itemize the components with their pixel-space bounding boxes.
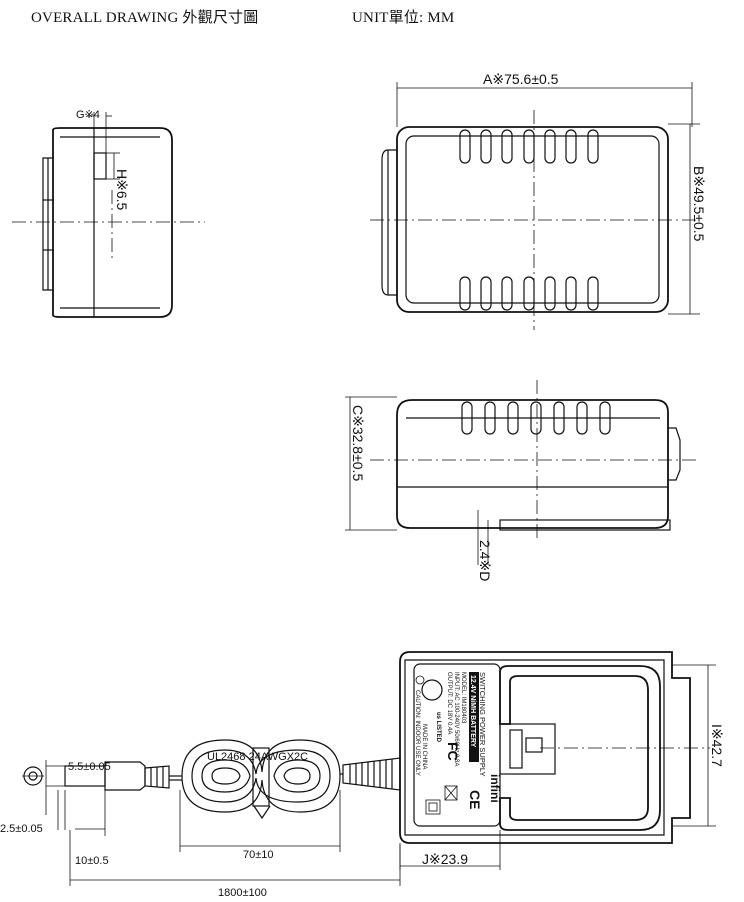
label-us-listed: us LISTED bbox=[435, 712, 441, 743]
dim-j-label: J※23.9 bbox=[422, 851, 468, 867]
label-line2: 12.4V NiMH BATTERY bbox=[469, 675, 476, 748]
label-fcc: FC bbox=[445, 742, 461, 761]
top-vent-slots-upper bbox=[459, 129, 599, 164]
top-vent-slots-lower bbox=[459, 276, 599, 311]
ul-logo-icon bbox=[421, 679, 443, 701]
dim-plug-outer-label: 5.5±0.05 bbox=[68, 761, 111, 773]
product-label: SWITCHING POWER SUPPLY 12.4V NiMH BATTER… bbox=[413, 663, 502, 827]
label-line1: SWITCHING POWER SUPPLY bbox=[478, 672, 487, 776]
dim-plug-length-label: 10±0.5 bbox=[75, 855, 109, 867]
label-brand: infini bbox=[488, 774, 502, 803]
side-view: G※4 H※6.5 bbox=[12, 109, 205, 318]
dim-plug-inner-label: 2.5±0.05 bbox=[0, 823, 43, 835]
drawing-title: OVERALL DRAWING 外觀尺寸圖 bbox=[31, 10, 259, 26]
dim-b-label: B※49.5±0.5 bbox=[691, 166, 707, 242]
dim-coil-length-label: 70±10 bbox=[243, 849, 274, 861]
bottom-view: SWITCHING POWER SUPPLY 12.4V NiMH BATTER… bbox=[0, 651, 725, 899]
dim-d-label: 2.4※D bbox=[477, 540, 493, 581]
dim-g-label: G※4 bbox=[76, 109, 100, 121]
dim-c-label: C※32.8±0.5 bbox=[350, 405, 366, 481]
cable-spec-label: UL2468 24AWGX2C bbox=[207, 751, 308, 763]
double-insulation-icon bbox=[425, 799, 441, 815]
strain-relief bbox=[342, 757, 401, 791]
label-line5: OUTPUT: DC 18V 0.4A bbox=[446, 672, 452, 734]
label-line6: MADE IN CHINA bbox=[421, 724, 427, 769]
dim-a-label: A※75.6±0.5 bbox=[483, 71, 559, 87]
label-line3: MODEL: IM180403 bbox=[460, 672, 466, 724]
top-view: A※75.6±0.5 B※49.5±0.5 bbox=[370, 71, 707, 330]
label-ce: CE bbox=[467, 790, 483, 809]
front-vent-slots bbox=[461, 401, 611, 435]
dim-i-label: I※42.7 bbox=[709, 724, 725, 767]
info-icon bbox=[415, 675, 425, 685]
label-line7: CAUTION: INDOOR USE ONLY bbox=[414, 690, 420, 776]
front-view: C※32.8±0.5 2.4※D bbox=[345, 380, 700, 581]
dim-h-label: H※6.5 bbox=[114, 169, 130, 211]
weee-bin-icon bbox=[444, 785, 458, 801]
label-line4: INPUT: AC 100-240V 50/60Hz 0.8A bbox=[453, 672, 459, 766]
dim-cable-length-label: 1800±100 bbox=[218, 887, 267, 899]
dc-plug bbox=[22, 760, 170, 836]
unit-label: UNIT單位: MM bbox=[352, 10, 455, 26]
coiled-cable bbox=[169, 739, 343, 820]
